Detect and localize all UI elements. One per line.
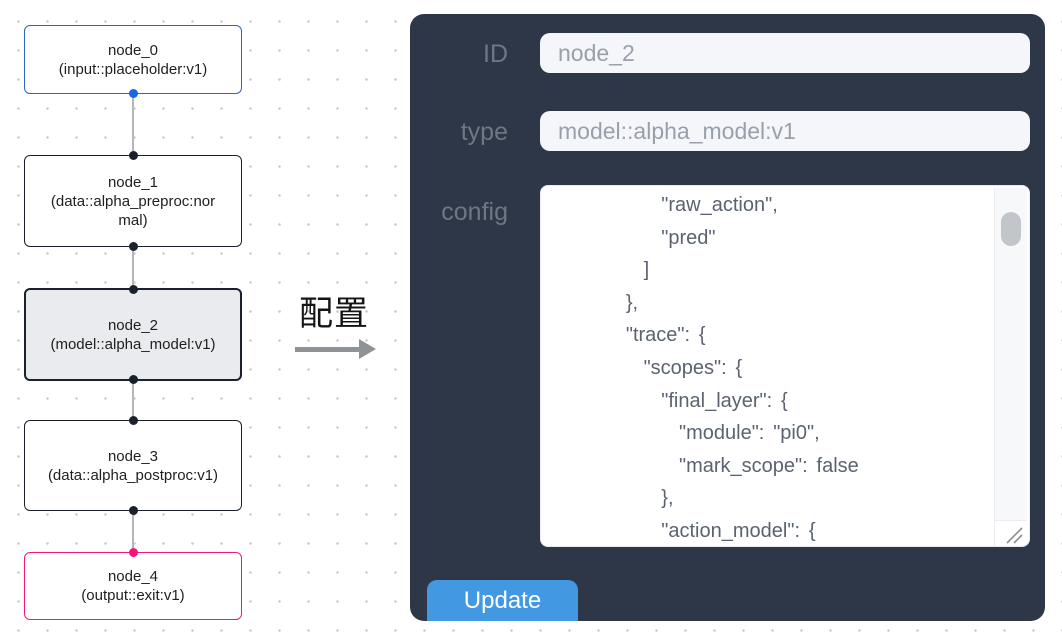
graph-node-4[interactable]: node_4 (output::exit:v1)	[24, 548, 242, 620]
node-title: node_0	[107, 41, 159, 59]
right-arrow-icon	[292, 339, 392, 359]
output-port[interactable]	[128, 242, 138, 251]
node-subtitle: (model::alpha_model:v1)	[50, 335, 216, 353]
update-button[interactable]: Update	[427, 580, 578, 621]
node-title: node_2	[107, 316, 159, 334]
scrollbar-track[interactable]	[994, 188, 1027, 521]
id-input[interactable]	[540, 33, 1030, 73]
resize-handle-icon[interactable]	[994, 520, 1027, 546]
config-json-text[interactable]: "raw_action", "pred" ] }, "trace": { "sc…	[625, 194, 859, 542]
node-title: node_1	[107, 173, 159, 191]
id-field-label: ID	[483, 40, 508, 68]
output-port[interactable]	[128, 89, 138, 98]
type-field-label: type	[460, 118, 508, 146]
input-port[interactable]	[128, 416, 138, 425]
node-subtitle: (input::placeholder:v1)	[58, 60, 208, 78]
node-config-panel: ID type config "raw_action", "pred" ] },…	[410, 14, 1045, 621]
node-subtitle: (data::alpha_preproc:normal)	[50, 192, 216, 229]
graph-node-0[interactable]: node_0 (input::placeholder:v1)	[24, 25, 242, 98]
graph-node-3[interactable]: node_3 (data::alpha_postproc:v1)	[24, 416, 242, 515]
input-port[interactable]	[128, 151, 138, 160]
graph-node-1[interactable]: node_1 (data::alpha_preproc:normal)	[24, 151, 242, 251]
input-port[interactable]	[128, 548, 138, 557]
config-annotation: 配置	[292, 294, 392, 359]
node-title: node_3	[107, 447, 159, 465]
config-textarea[interactable]: "raw_action", "pred" ] }, "trace": { "sc…	[540, 185, 1030, 547]
node-title: node_4	[107, 568, 159, 585]
type-input[interactable]	[540, 111, 1030, 151]
scrollbar-thumb[interactable]	[1001, 212, 1021, 246]
node-subtitle: (output::exit:v1)	[81, 587, 185, 604]
graph-node-2-selected[interactable]: node_2 (model::alpha_model:v1)	[24, 285, 242, 384]
node-subtitle: (data::alpha_postproc:v1)	[47, 466, 219, 484]
config-field-label: config	[441, 198, 508, 226]
config-annotation-label: 配置	[299, 295, 369, 333]
output-port[interactable]	[128, 506, 138, 515]
input-port[interactable]	[128, 285, 138, 294]
flow-canvas[interactable]: node_0 (input::placeholder:v1) node_1 (d…	[0, 0, 270, 643]
output-port[interactable]	[128, 375, 138, 384]
